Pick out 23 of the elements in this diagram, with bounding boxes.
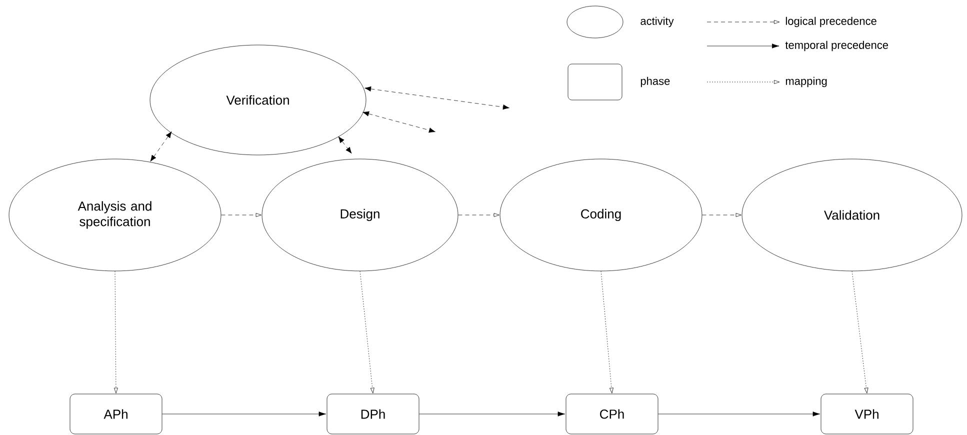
arrow: [221, 213, 262, 217]
arrow: [702, 213, 742, 217]
legend-label: temporal precedence: [785, 40, 888, 52]
arrow: [600, 271, 614, 394]
arrow: [362, 111, 436, 133]
phase-box: DPh: [326, 394, 420, 434]
legend-label: activity: [640, 16, 674, 28]
arrow: [338, 136, 352, 154]
arrow: [852, 271, 868, 394]
legend-label: mapping: [786, 76, 827, 88]
phase-box: CPh: [566, 394, 658, 434]
phase-box: VPh: [820, 394, 914, 434]
phase-box: APh: [70, 394, 162, 434]
arrow: [360, 271, 374, 394]
arrow: [114, 271, 118, 394]
arrow: [150, 131, 172, 162]
arrow: [162, 412, 326, 416]
arrow: [458, 213, 500, 217]
arrow: [364, 86, 510, 110]
legend-label: phase: [640, 76, 670, 88]
legend-label: logical precedence: [786, 16, 876, 28]
arrow: [419, 412, 566, 416]
arrow: [658, 412, 820, 416]
